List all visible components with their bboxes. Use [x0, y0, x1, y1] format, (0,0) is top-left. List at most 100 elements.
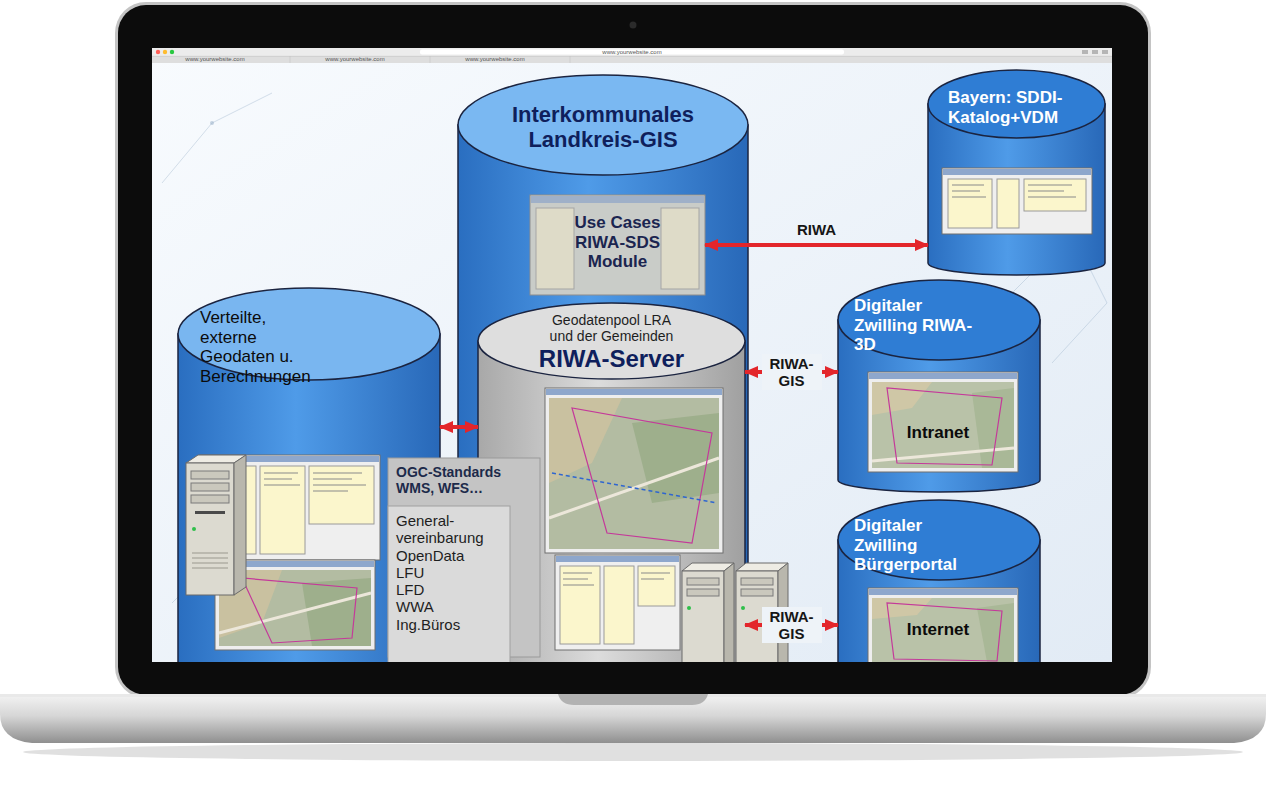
catalog-screenshot	[942, 168, 1092, 234]
parcel-line	[887, 388, 1002, 465]
power-led	[687, 606, 691, 610]
screen-ground	[152, 48, 1112, 662]
text-lines	[264, 473, 366, 491]
aerial-photo	[872, 382, 1014, 468]
cylinder-top	[838, 280, 1040, 360]
map-screenshot	[868, 372, 1018, 472]
window-frame	[942, 168, 1092, 234]
connector-label: RIWA	[794, 220, 839, 239]
drive-bay	[191, 495, 229, 503]
box-title: OGC-Standards WMS, WFS…	[396, 464, 532, 496]
photo-patch	[872, 598, 932, 619]
cylinder-title: Bayern: SDDI-Katalog+VDM	[948, 88, 1073, 127]
url-holder: www.yourwebsite.com	[295, 56, 415, 63]
power-led	[741, 606, 745, 610]
cylinder-top	[478, 303, 745, 379]
tower-side	[724, 563, 734, 662]
url-text: www.yourwebsite.com	[155, 56, 275, 63]
url-text: www.yourwebsite.com	[482, 48, 782, 56]
shadow	[23, 743, 1243, 761]
bezel	[118, 5, 1148, 695]
laptop-base	[0, 694, 1266, 743]
cylinder-title: RIWA-Server	[502, 345, 722, 373]
form-screenshot	[555, 555, 680, 650]
tower-side	[234, 455, 246, 595]
cylinder-subtitle: Geodatenpool LRA und der Gemeinden	[542, 312, 682, 344]
window-button	[156, 50, 160, 54]
aerial-photo	[549, 398, 719, 549]
lid-rim	[115, 2, 1151, 698]
list-panel	[997, 179, 1019, 228]
list-panel	[1024, 179, 1086, 211]
parcel-line	[242, 578, 357, 643]
url-holder: www.yourwebsite.com	[482, 48, 782, 56]
camera	[630, 22, 637, 29]
double-arrow	[440, 425, 478, 429]
browser-labels: www.yourwebsite.comwww.yourwebsite.comww…	[0, 0, 1266, 70]
connector-label: RIWA-GIS	[762, 607, 822, 644]
edge-label-holder: RIWA-GIS	[762, 354, 822, 391]
list-item: LFU	[396, 564, 502, 581]
cylinder-title: Verteilte, externe Geodaten u. Berechnun…	[200, 308, 318, 386]
cylinder-title: Interkommunales Landkreis-GIS	[488, 102, 718, 153]
url-text: www.yourwebsite.com	[295, 56, 415, 63]
drive-bay	[741, 578, 773, 585]
title-bar	[531, 196, 704, 203]
list-panel	[948, 179, 992, 228]
tab-strip	[152, 56, 1112, 63]
list-item: WWA	[396, 598, 502, 615]
screen-caption: Intranet	[883, 423, 993, 443]
module-window: Use Cases RIWA-SDS Module	[530, 195, 705, 295]
title-bar	[556, 556, 679, 562]
double-arrow	[705, 243, 928, 247]
title-bar	[943, 169, 1091, 175]
server-tower	[186, 455, 246, 595]
url-holder: www.yourwebsite.com	[155, 56, 275, 63]
drive-slot	[195, 511, 225, 514]
toolbar-icon	[1082, 50, 1088, 54]
window-button	[163, 50, 167, 54]
window-frame	[868, 372, 1018, 472]
list-item: Ing.Büros	[396, 616, 502, 633]
drive-bay	[687, 589, 719, 596]
cylinder-top	[928, 70, 1105, 138]
vents	[192, 553, 228, 568]
window-frame	[530, 195, 705, 295]
cylinder-top	[458, 75, 748, 175]
drive-bay	[741, 589, 773, 596]
list-item: OpenData	[396, 547, 502, 564]
box-outline	[388, 506, 510, 662]
server-tower	[682, 563, 734, 662]
screen: Interkommunales Landkreis-GIS Use Cases R…	[152, 63, 1112, 662]
edge-label-holder: RIWA-GIS	[762, 607, 822, 644]
text-lines	[952, 185, 1076, 197]
tower-front	[186, 463, 234, 595]
map-screenshot	[868, 588, 1018, 662]
drive-bay	[191, 483, 229, 491]
screen-caption: Internet	[883, 620, 993, 640]
road	[219, 593, 371, 633]
cylinder-title: Digitaler Zwilling Bürgerportal	[854, 516, 979, 575]
parcel-line	[887, 603, 1002, 661]
window-frame	[545, 388, 723, 553]
tower-front	[682, 571, 724, 662]
title-bar	[869, 589, 1017, 595]
cylinder-top	[838, 500, 1040, 580]
url-holder: www.yourwebsite.com	[435, 56, 555, 63]
list-item: General-vereinbarung	[396, 512, 502, 547]
photo-patch	[977, 603, 1014, 662]
connector-label: RIWA-GIS	[762, 354, 822, 391]
road	[549, 458, 719, 518]
list-panel	[604, 566, 634, 644]
network-dot	[210, 121, 214, 125]
boundary-line	[552, 473, 717, 503]
window-label: Use Cases RIWA-SDS Module	[558, 213, 678, 272]
list-panel	[560, 566, 600, 644]
list-item: LFD	[396, 581, 502, 598]
map-screenshot	[545, 388, 723, 553]
lid-notch	[558, 694, 708, 705]
source-list-box: General-vereinbarungOpenDataLFULFDWWAIng…	[388, 506, 510, 662]
window-panel	[661, 208, 699, 289]
window-panel	[536, 208, 574, 289]
text-lines	[563, 573, 670, 585]
